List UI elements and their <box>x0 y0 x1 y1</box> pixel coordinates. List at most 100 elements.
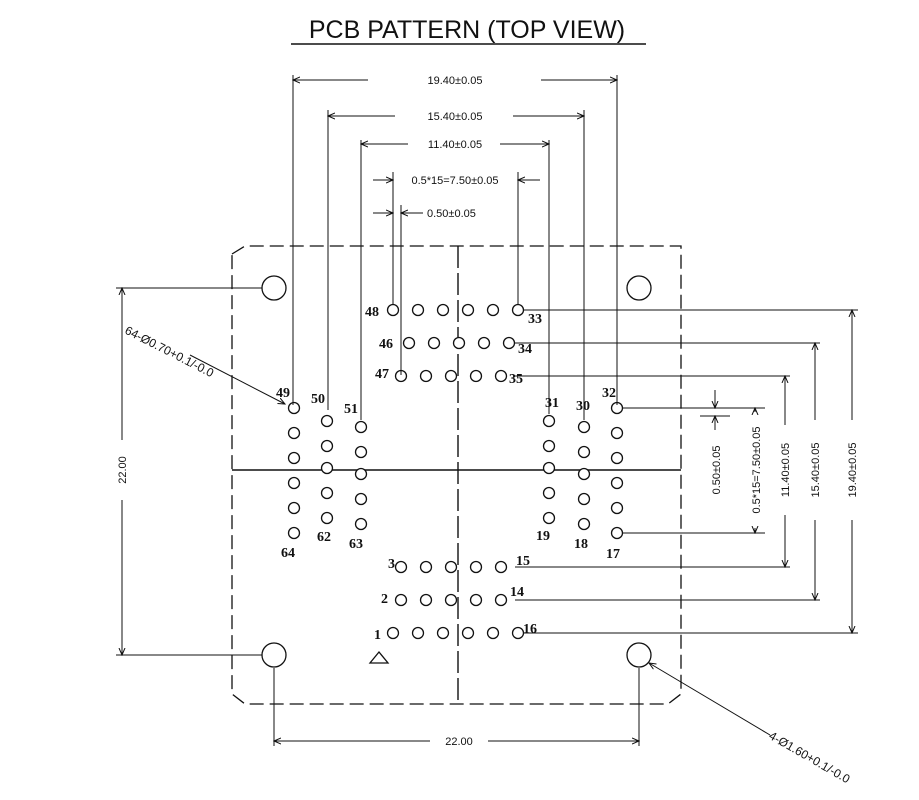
pad-left-column <box>287 501 301 515</box>
pin-label: 1 <box>374 628 381 643</box>
pin-label: 18 <box>574 537 588 552</box>
pad-bottom-row <box>486 626 500 640</box>
hole-diameter-callout: 4-Ø1.60+0.1/-0.0 <box>767 728 853 786</box>
pad-left-column <box>354 467 368 481</box>
pad-left-column <box>320 439 334 453</box>
pad-bottom-row <box>469 560 483 574</box>
pad-top-row <box>502 336 516 350</box>
pad-right-column <box>577 492 591 506</box>
pad-right-column <box>542 414 556 428</box>
pad-bottom-row <box>461 626 475 640</box>
dim-hole-span-vertical: 22.00 <box>117 456 129 484</box>
top-dimensions: 19.40±0.05 15.40±0.05 11.40±0.05 0.5*15=… <box>293 75 617 420</box>
pad-top-row <box>486 303 500 317</box>
drawing-title: PCB PATTERN (TOP VIEW) <box>309 16 625 44</box>
pin-label: 34 <box>518 342 532 357</box>
pad-top-row <box>469 369 483 383</box>
pad-left-column <box>320 414 334 428</box>
pin-label: 30 <box>576 399 590 414</box>
pad-diameter-callout: 64-Ø0.70+0.1/-0.0 <box>123 323 217 380</box>
pad-left-column <box>287 401 301 415</box>
pin-label: 33 <box>528 312 542 327</box>
pad-top-row <box>402 336 416 350</box>
pin1-orientation-triangle-icon <box>368 650 390 664</box>
pad-top-row <box>461 303 475 317</box>
pad-left-column <box>354 445 368 459</box>
pad-bottom-row <box>444 560 458 574</box>
pad-bottom-row <box>444 593 458 607</box>
pad-bottom-row <box>419 593 433 607</box>
pad-top-row <box>386 303 400 317</box>
pad-right-column <box>610 476 624 490</box>
pad-bottom-row <box>411 626 425 640</box>
pad-bottom-row <box>436 626 450 640</box>
pad-left-column <box>320 511 334 525</box>
pad-right-column <box>610 501 624 515</box>
dim-row-span-top: 0.5*15=7.50±0.05 <box>411 175 498 187</box>
pin-label: 47 <box>375 367 389 382</box>
pad-left-column <box>287 426 301 440</box>
pin-label: 3 <box>388 557 395 572</box>
pad-right-column <box>542 486 556 500</box>
pad-top-row <box>444 369 458 383</box>
pad-bottom-row <box>511 626 525 640</box>
pin-label: 15 <box>516 554 530 569</box>
dim-middle-right: 15.40±0.05 <box>810 443 822 498</box>
pin-label: 16 <box>523 622 537 637</box>
pin-label: 64 <box>281 546 295 561</box>
dim-inner-top: 11.40±0.05 <box>428 139 482 151</box>
pin-label: 2 <box>381 592 388 607</box>
dim-hole-span-horizontal: 22.00 <box>445 736 473 748</box>
pad-right-column <box>542 511 556 525</box>
pad-array <box>287 303 624 640</box>
pin-label: 31 <box>545 396 559 411</box>
mounting-hole-top-right <box>626 275 652 301</box>
pad-right-column <box>610 526 624 540</box>
pad-bottom-row <box>394 593 408 607</box>
dim-middle-top: 15.40±0.05 <box>428 111 483 123</box>
dim-pad-pitch-top: 0.50±0.05 <box>427 208 476 220</box>
pin-label: 32 <box>602 386 616 401</box>
dim-pad-pitch-right: 0.50±0.05 <box>711 446 723 495</box>
dim-inner-right: 11.40±0.05 <box>780 443 792 497</box>
pad-top-row <box>452 336 466 350</box>
pin-label: 51 <box>344 402 358 417</box>
pin-label: 62 <box>317 530 331 545</box>
pad-bottom-row <box>469 593 483 607</box>
pin-label: 63 <box>349 537 363 552</box>
hole-callout-leader <box>649 663 771 736</box>
pad-callout-leader <box>189 354 285 404</box>
pin-label: 17 <box>606 547 620 562</box>
dim-outer-top: 19.40±0.05 <box>428 75 483 87</box>
pad-right-column <box>610 451 624 465</box>
pin-label: 50 <box>311 392 325 407</box>
pad-right-column <box>577 517 591 531</box>
pin-label: 14 <box>510 585 524 600</box>
pad-left-column <box>354 420 368 434</box>
pad-right-column <box>542 439 556 453</box>
package-outline <box>231 245 682 705</box>
pad-bottom-row <box>494 560 508 574</box>
pad-bottom-row <box>394 560 408 574</box>
pin-labels: 48 33 46 34 47 35 49 50 51 31 30 32 64 6… <box>276 305 620 643</box>
pin-label: 46 <box>379 337 393 352</box>
pin-label: 35 <box>509 372 523 387</box>
pad-top-row <box>427 336 441 350</box>
dim-row-span-right: 0.5*15=7.50±0.05 <box>751 426 763 513</box>
pad-top-row <box>511 303 525 317</box>
pad-right-column <box>577 467 591 481</box>
pad-bottom-row <box>386 626 400 640</box>
pad-left-column <box>320 461 334 475</box>
pad-left-column <box>354 517 368 531</box>
pad-left-column <box>287 476 301 490</box>
pad-bottom-row <box>494 593 508 607</box>
pad-right-column <box>542 461 556 475</box>
pad-top-row <box>494 369 508 383</box>
pad-top-row <box>436 303 450 317</box>
bottom-dimension: 22.00 <box>274 668 639 748</box>
pad-right-column <box>577 420 591 434</box>
dim-outer-right: 19.40±0.05 <box>847 443 859 498</box>
pad-left-column <box>354 492 368 506</box>
pad-bottom-row <box>419 560 433 574</box>
